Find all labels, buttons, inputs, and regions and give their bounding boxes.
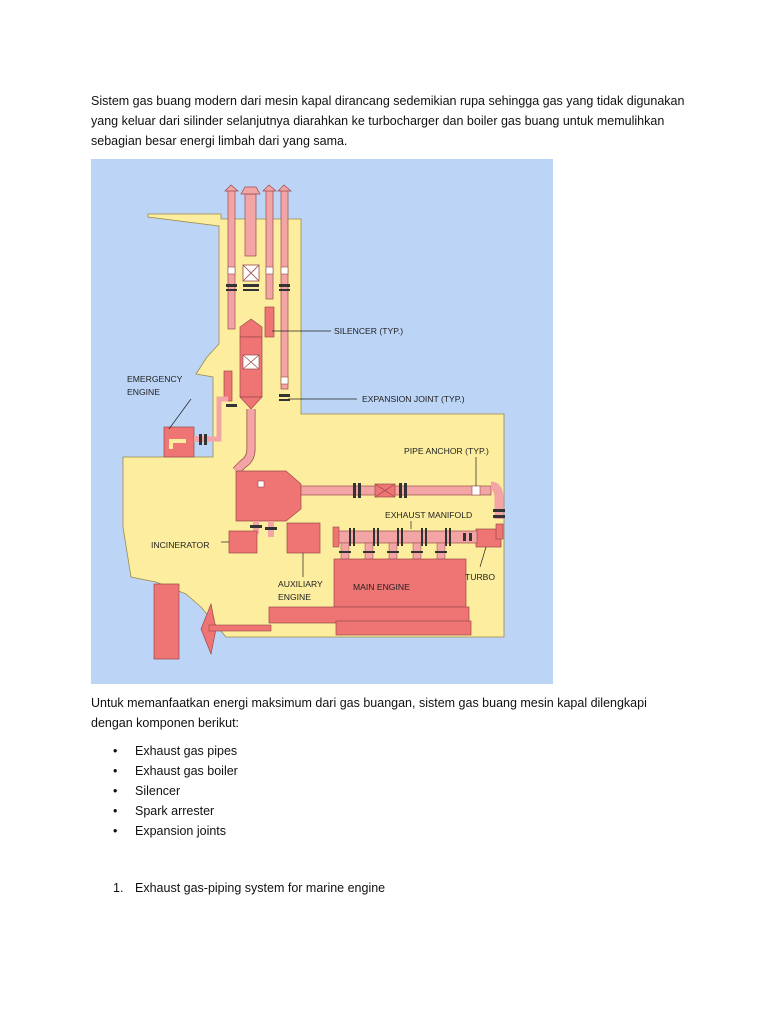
bullet-icon: • bbox=[113, 744, 118, 758]
main-engine-label: MAIN ENGINE bbox=[353, 582, 410, 592]
numbered-item-text: Exhaust gas-piping system for marine eng… bbox=[135, 881, 386, 895]
list-item: • Expansion joints bbox=[91, 821, 238, 841]
turbo-label: TURBO bbox=[465, 572, 495, 582]
emergency-engine-label-1: EMERGENCY bbox=[127, 374, 183, 384]
bullet-icon: • bbox=[113, 764, 118, 778]
turbo bbox=[475, 523, 504, 548]
rudder bbox=[153, 583, 180, 660]
pipe-anchor-label: PIPE ANCHOR (TYP.) bbox=[404, 446, 489, 456]
bullet-icon: • bbox=[113, 784, 118, 798]
list-item: • Silencer bbox=[91, 781, 238, 801]
auxiliary-engine bbox=[250, 521, 321, 554]
intro-paragraph: Sistem gas buang modern dari mesin kapal… bbox=[91, 94, 685, 148]
incinerator-label: INCINERATOR bbox=[151, 540, 209, 550]
list-item-text: Exhaust gas pipes bbox=[135, 744, 238, 758]
components-list: • Exhaust gas pipes • Exhaust gas boiler •… bbox=[91, 741, 238, 841]
exhaust-gas-boiler bbox=[235, 470, 302, 522]
list-item: • Exhaust gas pipes bbox=[91, 741, 238, 761]
list-item-text: Expansion joints bbox=[135, 824, 227, 838]
silencer-label: SILENCER (TYP.) bbox=[334, 326, 403, 336]
expansion-joint-label: EXPANSION JOINT (TYP.) bbox=[362, 394, 465, 404]
components-intro-paragraph: Untuk memanfaatkan energi maksimum dari … bbox=[91, 696, 647, 730]
main-engine bbox=[268, 558, 472, 636]
list-item-text: Exhaust gas boiler bbox=[135, 764, 238, 778]
list-item: • Spark arrester bbox=[91, 801, 238, 821]
silencer bbox=[239, 318, 263, 410]
numbered-list: 1. Exhaust gas-piping system for marine e… bbox=[91, 878, 385, 898]
bullet-icon: • bbox=[113, 824, 118, 838]
exhaust-manifold-label: EXHAUST MANIFOLD bbox=[385, 510, 472, 520]
list-item: • Exhaust gas boiler bbox=[91, 761, 238, 781]
emergency-engine-label-2: ENGINE bbox=[127, 387, 160, 397]
auxiliary-engine-label-2: ENGINE bbox=[278, 592, 311, 602]
numbered-item: 1. Exhaust gas-piping system for marine e… bbox=[91, 878, 385, 898]
exhaust-system-diagram: SILENCER (TYP.) EXPANSION JOINT (TYP.) E… bbox=[91, 159, 553, 684]
emergency-engine bbox=[163, 396, 228, 458]
exhaust-manifold bbox=[332, 526, 478, 560]
bullet-icon: • bbox=[113, 804, 118, 818]
incinerator bbox=[228, 530, 258, 554]
auxiliary-engine-label-1: AUXILIARY bbox=[278, 579, 323, 589]
propeller bbox=[200, 602, 272, 656]
item-number: 1. bbox=[113, 881, 124, 895]
list-item-text: Silencer bbox=[135, 784, 181, 798]
list-item-text: Spark arrester bbox=[135, 804, 215, 818]
